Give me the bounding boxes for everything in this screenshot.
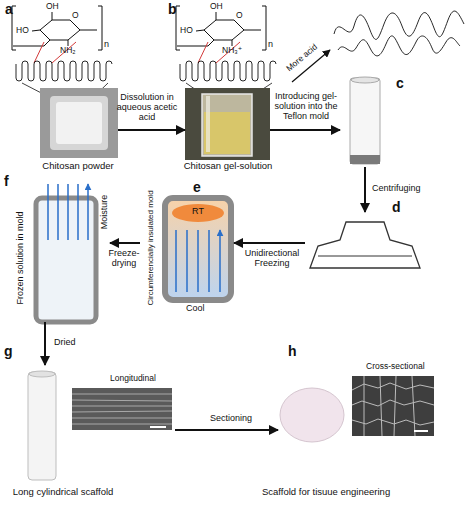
process-arrow — [364, 167, 366, 212]
edge-label: Dissolution in aqueous acetic acid — [116, 93, 178, 123]
chitosan-structure — [176, 6, 266, 50]
process-panel: hCross-sectionalScaffold for tisuue engi… — [278, 372, 436, 444]
repeat-index: n — [268, 40, 273, 50]
process-panel: gLongitudinalLong cylindrical scaffold — [20, 365, 175, 483]
panel-letter: g — [4, 344, 13, 359]
centrifuge-outline — [310, 222, 420, 268]
polymer-chain — [180, 61, 276, 81]
process-panel: fFrozen solution in moldMoisture — [28, 196, 110, 322]
polymer-chain — [16, 61, 112, 81]
bracket — [262, 6, 266, 50]
scale-bar — [150, 426, 166, 428]
panel-letter: e — [193, 180, 201, 195]
edge-label: Dried — [54, 338, 76, 348]
mold-cap — [350, 155, 380, 164]
panel-letter: a — [5, 2, 13, 17]
chemical-group: HO — [16, 26, 29, 35]
gel-solution — [204, 112, 250, 154]
process-arrow — [234, 242, 305, 244]
bracket — [176, 6, 180, 50]
temperature-label: RT — [183, 207, 213, 217]
powder-container — [50, 96, 108, 150]
leader-line — [34, 42, 76, 63]
polymer-chain — [338, 36, 460, 56]
panel-letter: c — [396, 76, 404, 91]
view-label: Cross-sectional — [366, 362, 425, 371]
process-arrow — [118, 129, 185, 131]
freezing-arrows — [176, 230, 220, 292]
panel-letter: d — [392, 200, 401, 215]
chemical-group: NH₂ — [60, 46, 76, 55]
cylindrical-scaffold — [28, 372, 56, 480]
panel-letter: f — [4, 174, 9, 189]
scaffold-disk — [280, 388, 344, 442]
caption-text: Scaffold for tisuue engineering — [262, 487, 442, 497]
chitosan-structure — [12, 6, 102, 50]
chemical-group: HO — [180, 26, 193, 35]
ring-oxygen: O — [236, 11, 243, 20]
sem-pores — [72, 394, 172, 424]
sugar-ring — [204, 20, 244, 40]
sugar-ring — [40, 20, 80, 40]
process-arrow — [175, 429, 278, 431]
chitosan-powder — [56, 102, 102, 144]
sem-pores — [352, 376, 434, 436]
edge-label: Sectioning — [196, 414, 266, 424]
view-label: Longitudinal — [110, 374, 156, 383]
ring-oxygen: O — [72, 11, 79, 20]
panel-letter: h — [288, 344, 297, 359]
glass-highlight — [206, 96, 210, 152]
caption-text: Frozen solution in mold — [16, 211, 26, 304]
process-arrow — [44, 322, 46, 365]
scaffold-top — [29, 371, 55, 377]
process-panel: eRTCircumferencially insulated moldCool — [140, 196, 234, 302]
bond-lines — [177, 12, 261, 46]
bracket — [98, 6, 102, 50]
bond-lines — [13, 12, 97, 46]
chemical-group: OH — [46, 2, 59, 11]
process-panel: bChitosan gel-solution — [185, 88, 270, 160]
edge-label: Freeze-drying — [104, 249, 144, 269]
temperature-label: Cool — [186, 304, 205, 314]
mold-top — [351, 77, 379, 83]
process-panel: d — [305, 212, 425, 270]
scale-bar — [414, 430, 428, 432]
beaker — [202, 94, 252, 156]
photo-background — [40, 88, 118, 158]
process-panel: c — [340, 75, 390, 167]
room-temperature-top — [172, 204, 224, 222]
polymer-chain — [334, 11, 464, 39]
frozen-mold — [36, 198, 96, 322]
centrifuge-line — [318, 256, 412, 257]
chemical-group: OH — [210, 2, 223, 11]
process-panel: aChitosan powder — [40, 88, 118, 158]
moisture-label: Moisture — [100, 195, 110, 230]
insulated-mold — [165, 198, 231, 300]
panel-letter: b — [168, 2, 177, 17]
edge-label: Unidirectional Freezing — [240, 249, 304, 269]
process-note: More acid — [285, 42, 320, 73]
repeat-index: n — [104, 40, 109, 50]
caption-text: Long cylindrical scaffold — [2, 487, 124, 497]
process-arrow — [270, 129, 340, 131]
moisture-arrows — [48, 184, 88, 240]
caption-text: Chitosan gel-solution — [173, 161, 283, 171]
chemical-group: NH₃⁺ — [222, 46, 242, 55]
teflon-mold — [350, 78, 380, 164]
edge-label: Introducing gel-solution into the Teflon… — [272, 92, 340, 122]
process-arrow — [110, 242, 140, 244]
caption-text: Chitosan powder — [30, 161, 126, 171]
edge-label: Centrifuging — [372, 184, 421, 194]
sem-image — [72, 388, 172, 430]
sem-image — [352, 376, 434, 436]
caption-text: Circumferencially insulated mold — [147, 190, 156, 305]
photo-background — [185, 88, 270, 160]
